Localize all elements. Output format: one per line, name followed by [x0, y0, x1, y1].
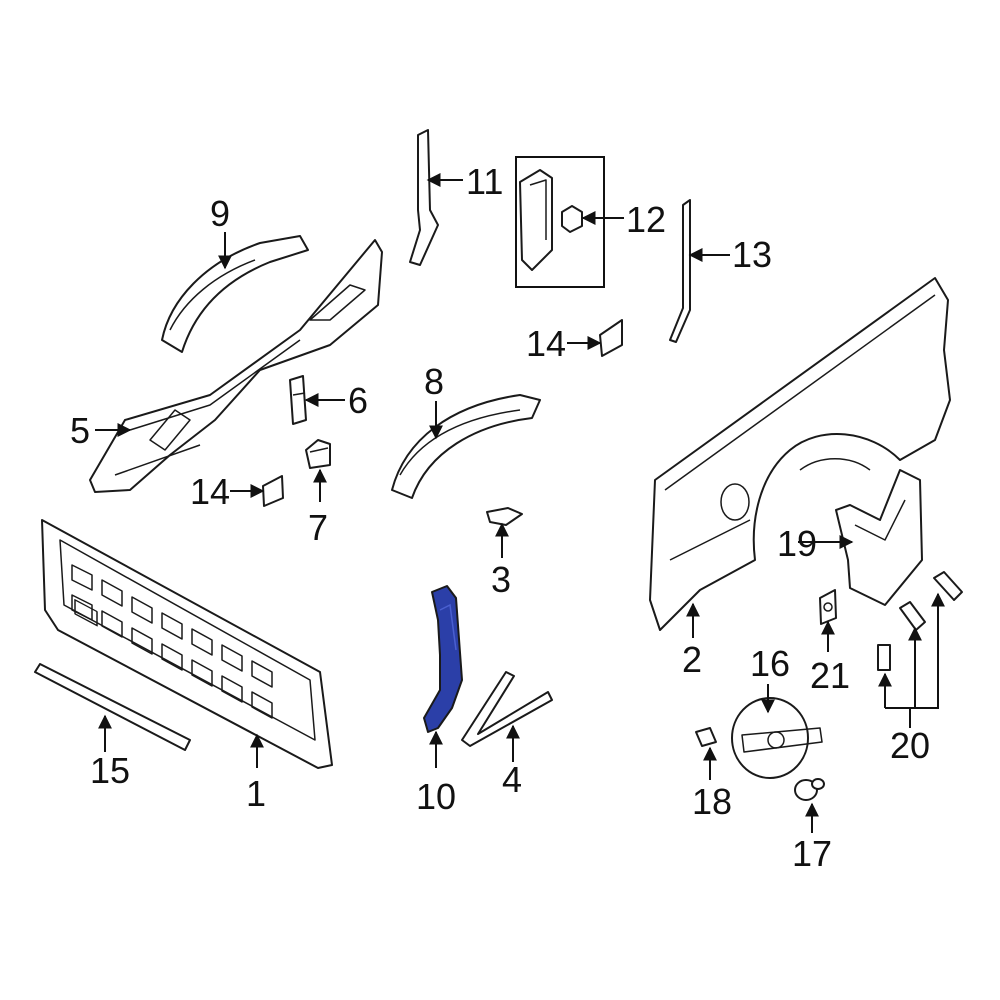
callout-19: 19 — [777, 523, 817, 564]
part-5-bed-side-panel[interactable] — [89, 239, 383, 493]
part-16-fuel-door[interactable] — [731, 697, 823, 779]
part-8-wheel-arch-molding[interactable] — [391, 394, 541, 499]
callout-9: 9 — [210, 193, 230, 234]
callout-15: 15 — [90, 750, 130, 791]
part-3-clip[interactable] — [486, 507, 523, 526]
callout-14-right: 14 — [526, 323, 566, 364]
part-17-bumper-stop[interactable] — [794, 778, 825, 801]
callout-6: 6 — [348, 380, 368, 421]
part-6-bracket[interactable] — [289, 375, 307, 425]
callout-18: 18 — [692, 781, 732, 822]
part-15-rail-strip[interactable] — [34, 663, 191, 751]
callout-17: 17 — [792, 833, 832, 874]
part-7-bracket[interactable] — [305, 439, 331, 469]
part-12-bracket-set[interactable] — [519, 169, 583, 271]
callout-1: 1 — [246, 773, 266, 814]
callout-7: 7 — [308, 507, 328, 548]
callout-4: 4 — [502, 759, 522, 800]
callout-labels: 9 5 6 7 14 8 3 11 12 13 14 2 1 15 10 4 1… — [70, 161, 930, 874]
callout-16: 16 — [750, 643, 790, 684]
callout-3: 3 — [491, 559, 511, 600]
part-2-quarter-panel[interactable] — [649, 277, 951, 631]
callout-8: 8 — [424, 361, 444, 402]
part-21-plate[interactable] — [819, 589, 837, 625]
part-11-pillar-trim[interactable] — [409, 129, 439, 266]
part-10-reinforcement[interactable] — [423, 585, 463, 733]
callout-2: 2 — [682, 639, 702, 680]
part-19-splash-shield[interactable] — [835, 469, 923, 606]
callout-5: 5 — [70, 410, 90, 451]
part-20-bolts[interactable] — [877, 571, 963, 671]
part-9-wheelhouse-inner[interactable] — [161, 235, 309, 353]
part-1-front-panel[interactable] — [41, 519, 333, 769]
callout-21: 21 — [810, 655, 850, 696]
callout-14-left: 14 — [190, 471, 230, 512]
part-18-screw[interactable] — [695, 727, 717, 747]
part-4-seal-strip[interactable] — [461, 671, 553, 747]
callout-20: 20 — [890, 725, 930, 766]
part-14-patch-right[interactable] — [599, 319, 623, 357]
callout-11: 11 — [466, 161, 503, 202]
part-12-box — [515, 156, 605, 288]
part-14-patch-left[interactable] — [262, 475, 284, 507]
callout-12: 12 — [626, 199, 666, 240]
callout-10: 10 — [416, 776, 456, 817]
leader-lines — [95, 173, 945, 833]
part-13-trim-strip[interactable] — [669, 199, 691, 343]
callout-13: 13 — [732, 234, 772, 275]
